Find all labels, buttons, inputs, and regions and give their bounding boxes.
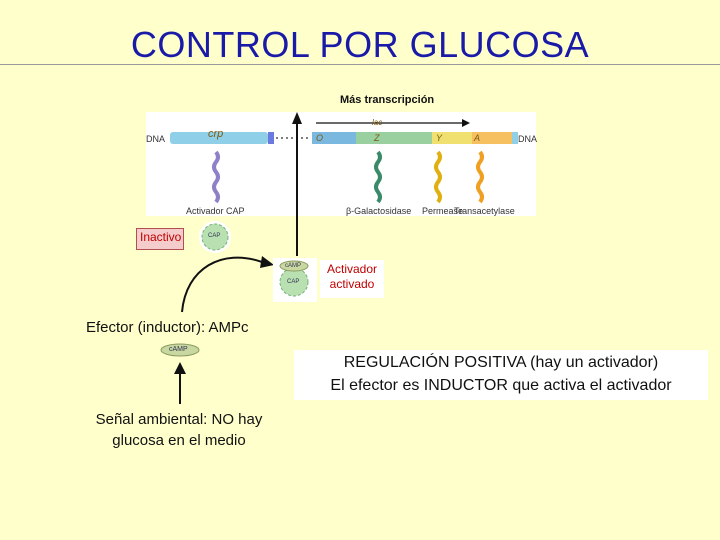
crp-gene-label: crp — [208, 128, 224, 140]
operon-diagram-panel: DNA DNA crp O lac Z Y A Activador CAP β-… — [146, 112, 538, 216]
activated-cap-label: CAP — [287, 279, 300, 285]
operator-segment — [312, 132, 356, 144]
activation-arrowhead — [292, 112, 302, 124]
inactive-cap-label: CAP — [208, 233, 221, 239]
gene-a-label: A — [474, 133, 481, 143]
dna-segment-left — [170, 132, 268, 144]
inactive-cap-blob — [199, 221, 231, 253]
lac-label: lac — [372, 118, 383, 127]
cap-protein-squiggle — [212, 150, 220, 204]
gene-a-segment — [472, 132, 512, 144]
gene-z-segment — [356, 132, 432, 144]
transacetylase-protein-squiggle — [476, 150, 484, 204]
dna-right-label: DNA — [518, 134, 538, 144]
operator-label: O — [316, 133, 324, 143]
activated-cap-blob — [273, 258, 317, 302]
signal-line-2: glucosa en el medio — [112, 432, 246, 449]
transacetylase-label: Transacetylase — [454, 206, 515, 216]
positive-regulation-line-1: REGULACIÓN POSITIVA (hay un activador) — [343, 354, 659, 371]
signal-line-1: Señal ambiental: NO hay — [95, 411, 263, 428]
dna-left-label: DNA — [146, 134, 166, 144]
positive-regulation-line-2: El efector es INDUCTOR que activa el act… — [330, 377, 672, 394]
permease-label: Permease — [422, 206, 464, 216]
bgal-label: β-Galactosidase — [346, 206, 412, 216]
dna-segment-right — [512, 132, 518, 144]
slide-title: CONTROL POR GLUCOSA — [130, 24, 590, 65]
activated-label-box — [320, 260, 384, 298]
more-transcription-label: Más transcripción — [340, 94, 435, 106]
permease-protein-squiggle — [434, 150, 442, 204]
inactive-label-box — [136, 228, 184, 250]
binding-curve-arrow — [181, 256, 263, 313]
camp-effector-label: cAMP — [169, 346, 188, 353]
positive-regulation-box — [294, 350, 708, 400]
gene-z-label: Z — [374, 133, 380, 143]
gene-y-segment — [432, 132, 472, 144]
bgal-protein-squiggle — [374, 150, 382, 204]
effector-label: Efector (inductor): AMPc — [86, 319, 249, 336]
activated-camp-label: cAMP — [285, 263, 302, 269]
inactive-label: Inactivo — [140, 230, 182, 244]
camp-effector-shape — [160, 343, 200, 357]
activated-line-1: Activador — [326, 262, 378, 276]
cap-activator-label: Activador CAP — [186, 206, 245, 216]
binding-curve-arrowhead — [260, 256, 274, 268]
transcription-arrowhead — [462, 119, 470, 127]
signal-arrowhead — [174, 362, 186, 374]
environmental-signal-label: Señal ambiental: NO hay glucosa en el me… — [84, 409, 274, 451]
title-divider — [0, 64, 720, 65]
crp-gene-segment — [268, 132, 274, 144]
activated-line-2: activado — [329, 277, 375, 291]
operon-diagram — [170, 119, 518, 204]
activated-label: Activador activado — [320, 262, 384, 292]
gene-y-label: Y — [436, 133, 443, 143]
